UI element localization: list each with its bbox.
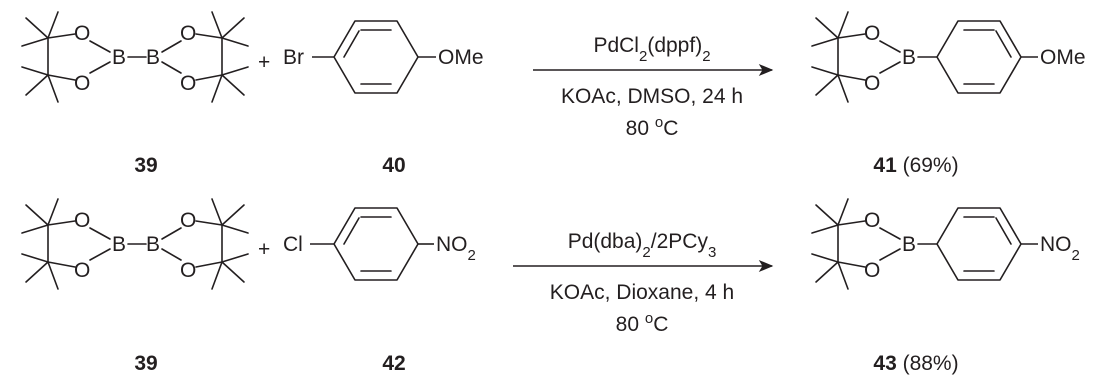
oxygen-atom: O [180,72,196,95]
conditions-2: KOAc, Dioxane, 4 h [550,281,734,304]
compound-label-42: 42 [382,352,405,375]
boron-atom: B [902,233,916,256]
boron-atom: B [112,46,126,69]
reaction-arrow-2: Pd(dba)2/2PCy3 KOAc, Dioxane, 4 h 80 oC [513,230,774,337]
boron-atom: B [112,233,126,256]
oxygen-atom: O [864,259,880,282]
reaction-arrow-1: PdCl2(dppf)2 KOAc, DMSO, 24 h 80 oC [533,34,774,141]
product-43: O O B NO2 [811,198,1080,290]
chlorine-atom: Cl [283,233,303,256]
methoxy-group: OMe [438,46,484,69]
temperature-1: 80 oC [626,114,679,141]
compound-label-39: 39 [134,352,157,375]
oxygen-atom: O [864,209,880,232]
oxygen-atom: O [180,22,196,45]
oxygen-atom: O [864,22,880,45]
methoxy-group: OMe [1040,46,1086,69]
substrate-chloronitrobenzene: Cl NO2 [283,207,476,281]
substrate-bromoanisole: Br OMe [283,20,484,94]
oxygen-atom: O [74,209,90,232]
conditions-1: KOAc, DMSO, 24 h [561,85,743,108]
nitro-group: NO2 [436,233,476,264]
catalyst-2: Pd(dba)2/2PCy3 [568,230,717,261]
oxygen-atom: O [180,259,196,282]
boron-atom: B [902,46,916,69]
boron-atom: B [146,46,160,69]
bromine-atom: Br [283,46,304,69]
oxygen-atom: O [180,209,196,232]
boron-atom: B [146,233,160,256]
product-41: O O B OMe [811,11,1086,103]
oxygen-atom: O [864,72,880,95]
reaction-2: O O B B O O + Cl NO2 Pd(dba)2/2PCy3 KOAc… [21,198,1080,375]
compound-label-43: 43 (88%) [873,352,958,375]
temperature-2: 80 oC [616,310,669,337]
reagent-b2pin2-2: O O B B O O [21,198,249,290]
reaction-1: O O B B O O + Br OMe PdCl2(dppf)2 KOAc, … [21,11,1086,177]
oxygen-atom: O [74,259,90,282]
catalyst-1: PdCl2(dppf)2 [593,34,710,65]
oxygen-atom: O [74,22,90,45]
nitro-group: NO2 [1040,233,1080,264]
compound-label-41: 41 (69%) [873,154,958,177]
oxygen-atom: O [74,72,90,95]
plus-sign: + [258,238,270,261]
plus-sign: + [258,51,270,74]
compound-label-40: 40 [382,154,405,177]
compound-label-39: 39 [134,154,157,177]
reagent-b2pin2-1: O O B B O O [21,11,249,103]
